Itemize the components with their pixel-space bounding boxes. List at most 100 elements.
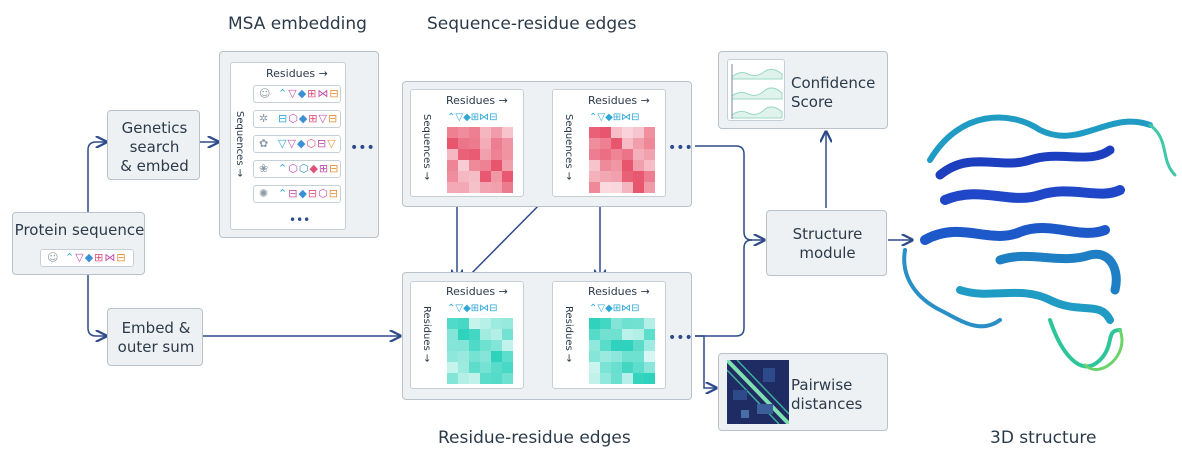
pairwise-distances-label: Pairwise distances — [791, 376, 863, 413]
heatmap-cell — [600, 373, 611, 384]
structure-module-label: Structure module — [792, 225, 863, 262]
distance-map-pattern — [727, 360, 789, 424]
residue-glyphs: ⌃▽◆⊞⋈⊟ — [278, 87, 340, 100]
heatmap-cell — [458, 127, 469, 138]
heatmap-cell — [447, 340, 458, 351]
heatmap-cell — [633, 138, 644, 149]
embed-outer-sum-box: Embed & outer sum — [107, 308, 203, 366]
heatmap-cell — [600, 329, 611, 340]
heatmap-cell — [633, 373, 644, 384]
confidence-plot-lines — [731, 64, 783, 119]
heatmap-cell — [644, 182, 655, 193]
heatmap-cell — [491, 160, 502, 171]
confidence-score-label: Confidence Score — [791, 74, 876, 111]
heatmap-cell — [611, 171, 622, 182]
bacteria-icon: ✲ — [259, 112, 269, 125]
msa-more-rows-ellipsis: ••• — [289, 213, 311, 227]
heatmap-cell — [600, 171, 611, 182]
heatmap-cell — [469, 182, 480, 193]
heatmap-cell — [447, 329, 458, 340]
heatmap-cell — [622, 182, 633, 193]
heatmap-cell — [491, 318, 502, 329]
heatmap-cell — [480, 138, 491, 149]
res-res-residues-label-2: Residues → — [588, 285, 650, 298]
heatmap-cell — [447, 138, 458, 149]
msa-card: Residues → Sequences → ☺⌃▽◆⊞⋈⊟✲⊟⬡◆⊞▽⊟✿▽▽… — [230, 62, 346, 230]
heatmap-cell — [644, 149, 655, 160]
heatmap-cell — [633, 318, 644, 329]
heatmap-cell — [611, 362, 622, 373]
heatmap-cell — [589, 318, 600, 329]
heatmap-cell — [502, 171, 513, 182]
heatmap-cell — [611, 318, 622, 329]
heatmap-cell — [469, 318, 480, 329]
heatmap-cell — [644, 138, 655, 149]
heatmap-cell — [600, 149, 611, 160]
msa-residues-axis-label: Residues → — [266, 67, 328, 80]
heatmap-cell — [458, 160, 469, 171]
heatmap-cell — [491, 138, 502, 149]
heatmap-cell — [502, 373, 513, 384]
res-res-ellipsis: ••• — [668, 330, 693, 346]
msa-sequence-row: ❀⌃⬡⬡◆⊞⊟ — [253, 160, 341, 178]
heatmap-cell — [458, 351, 469, 362]
heatmap-cell — [633, 351, 644, 362]
heatmap-cell — [622, 318, 633, 329]
heatmap-cell — [644, 171, 655, 182]
heatmap-cell — [611, 340, 622, 351]
heatmap-cell — [480, 373, 491, 384]
heatmap-cell — [633, 127, 644, 138]
heatmap-cell — [447, 351, 458, 362]
heatmap-cell — [622, 351, 633, 362]
residue-glyph-row: ⌃▽◆⊞⋈⊟ — [589, 303, 640, 314]
heatmap-cell — [611, 138, 622, 149]
heatmap-cell — [644, 340, 655, 351]
heatmap-cell — [469, 373, 480, 384]
bird-icon: ✿ — [259, 137, 269, 150]
pairwise-distances-box: Pairwise distances — [718, 353, 888, 431]
heatmap-cell — [480, 149, 491, 160]
heatmap-cell — [633, 340, 644, 351]
res-res-residues-label-1: Residues → — [446, 285, 508, 298]
residue-glyphs: ⌃⬡⬡◆⊞⊟ — [278, 162, 340, 175]
heatmap-cell — [611, 149, 622, 160]
person-icon: ☺ — [47, 251, 59, 264]
heatmap-cell — [589, 340, 600, 351]
heatmap-cell — [622, 127, 633, 138]
heatmap-cell — [611, 329, 622, 340]
heatmap-cell — [458, 373, 469, 384]
heatmap-cell — [633, 149, 644, 160]
heatmap-cell — [458, 340, 469, 351]
heatmap-cell — [633, 362, 644, 373]
embed-outer-sum-label: Embed & outer sum — [117, 319, 195, 356]
seq-res-ellipsis: ••• — [668, 140, 693, 156]
heatmap-cell — [622, 340, 633, 351]
heatmap-cell — [502, 351, 513, 362]
heatmap-cell — [447, 149, 458, 160]
msa-sequence-row: ✺⌃⊟◆⊟⬡⊟ — [253, 185, 341, 203]
heatmap-cell — [491, 182, 502, 193]
heatmap-cell — [458, 329, 469, 340]
heatmap-cell — [458, 362, 469, 373]
heatmap-cell — [458, 318, 469, 329]
structure-module-box: Structure module — [766, 210, 887, 276]
residue-glyphs: ▽▽◆⬡⊟▽ — [278, 137, 337, 150]
heatmap-cell — [447, 171, 458, 182]
residue-glyph-row: ⌃▽◆⊞⋈⊟ — [589, 112, 640, 123]
heatmap-cell — [469, 160, 480, 171]
heatmap-cell — [600, 138, 611, 149]
heatmap-cell — [447, 182, 458, 193]
heatmap-cell — [480, 127, 491, 138]
protein-sequence-strip: ☺ ⌃▽◆⊞⋈⊟ — [40, 249, 134, 267]
heatmap-cell — [633, 160, 644, 171]
heatmap-cell — [480, 329, 491, 340]
heatmap-cell — [447, 160, 458, 171]
heatmap-cell — [491, 373, 502, 384]
heatmap-cell — [644, 160, 655, 171]
genetics-search-box: Genetics search & embed — [107, 110, 200, 180]
heatmap-cell — [633, 182, 644, 193]
heatmap-cell — [644, 373, 655, 384]
msa-embedding-panel: Residues → Sequences → ☺⌃▽◆⊞⋈⊟✲⊟⬡◆⊞▽⊟✿▽▽… — [219, 51, 379, 238]
heatmap-cell — [502, 160, 513, 171]
heatmap-cell — [502, 329, 513, 340]
